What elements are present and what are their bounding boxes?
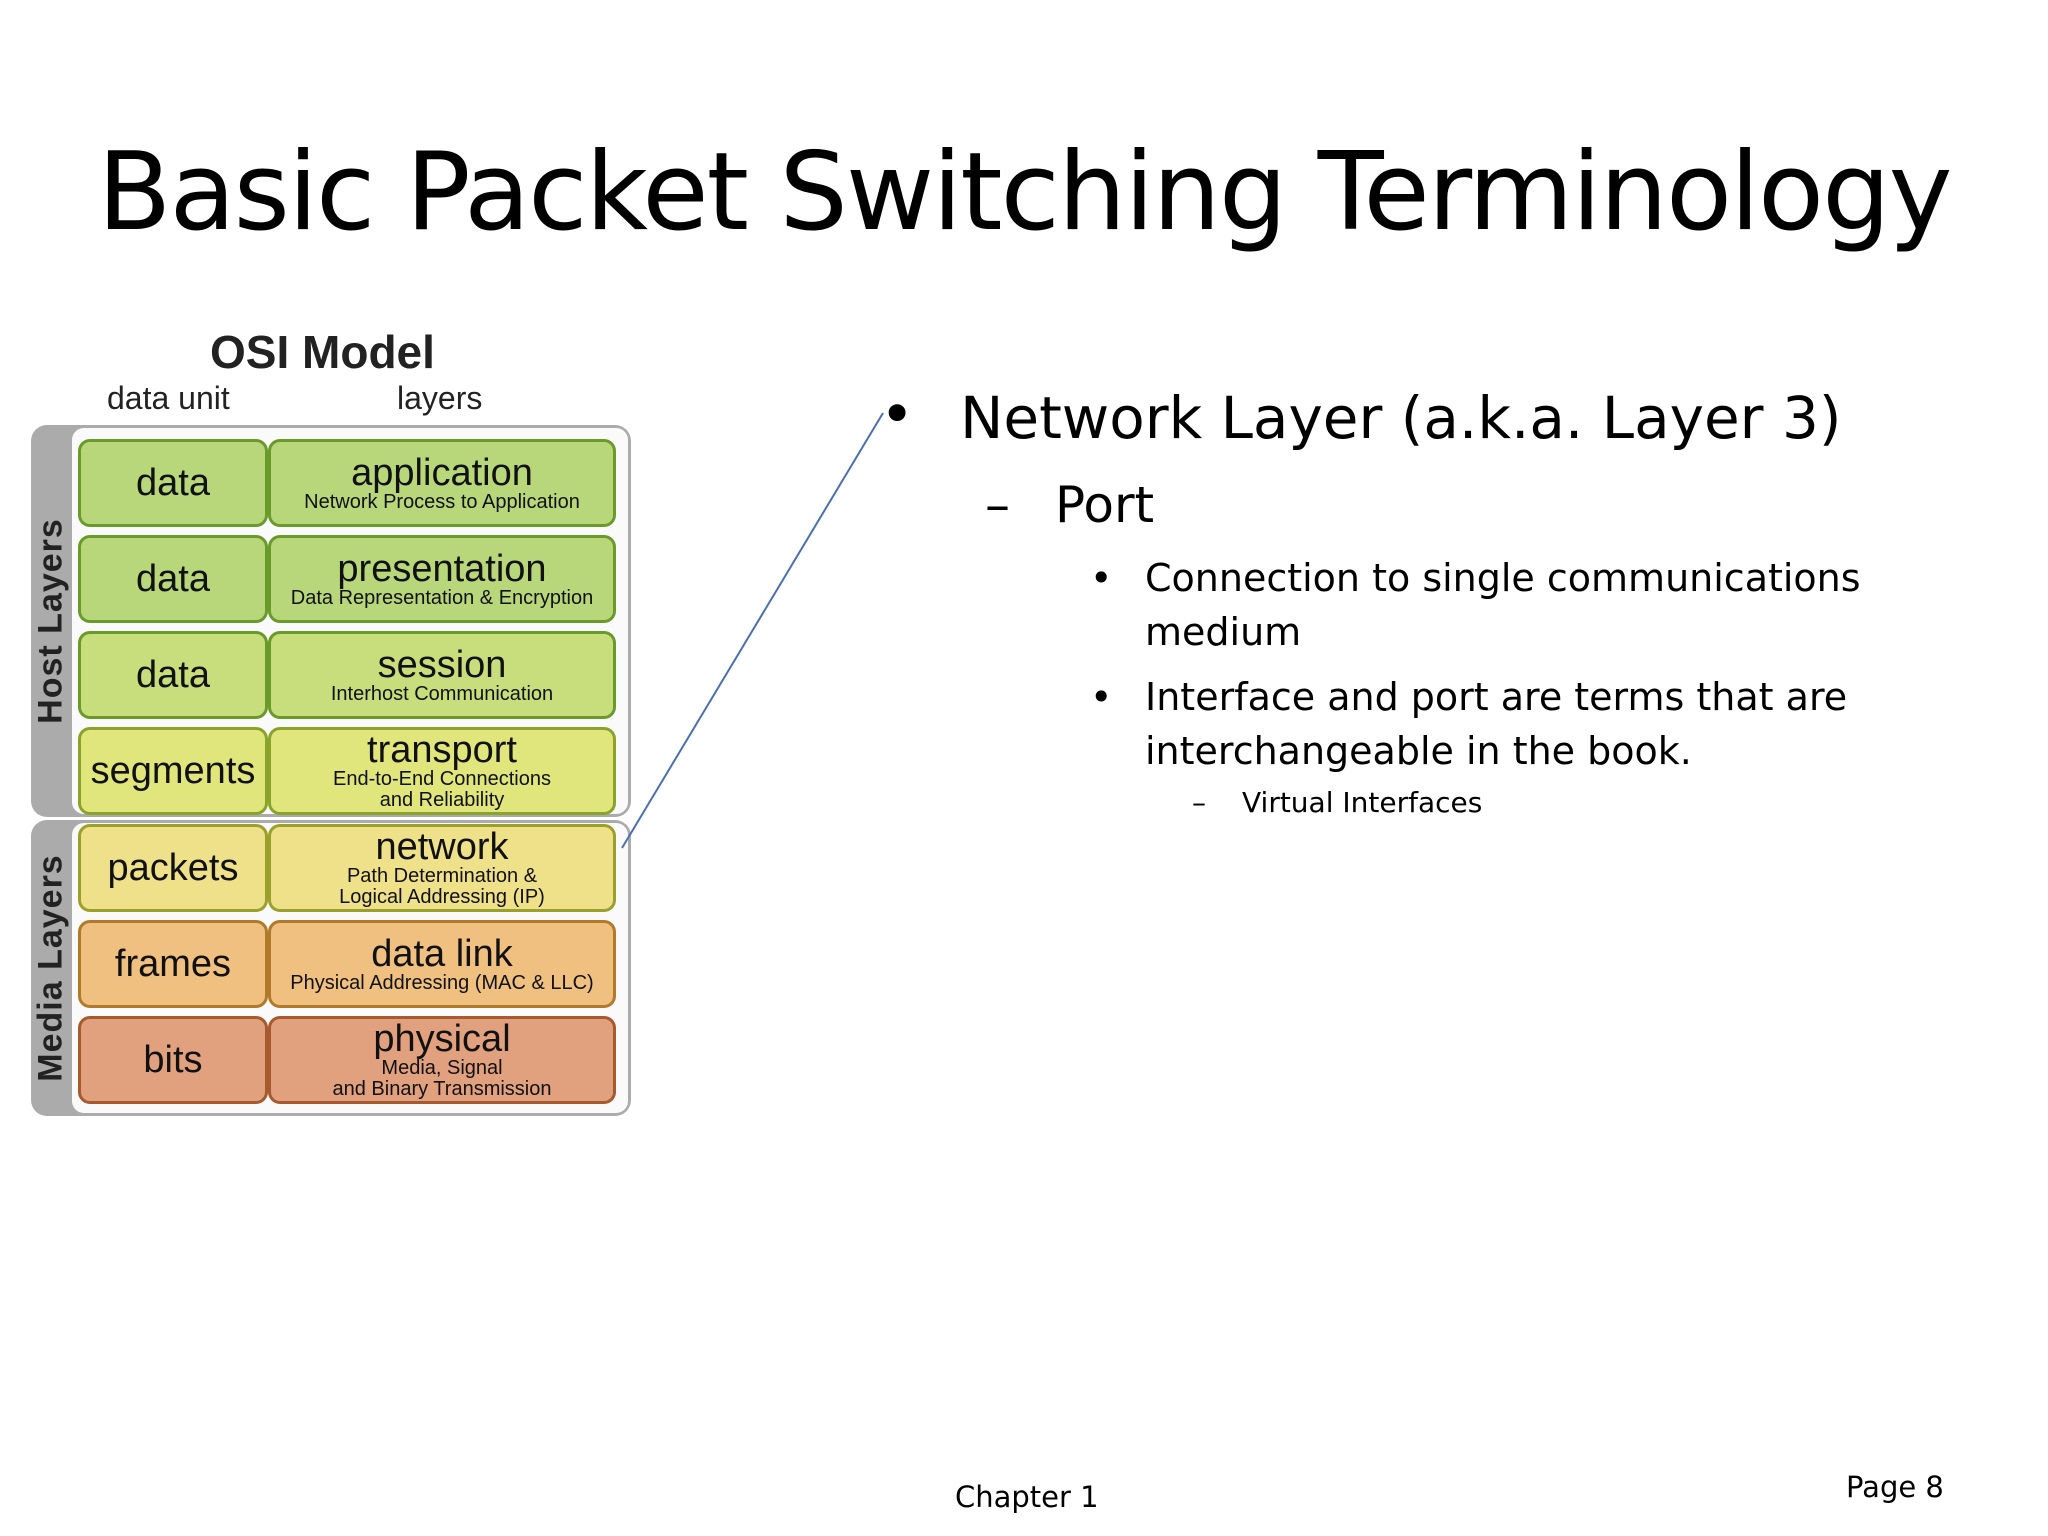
layer-presentation: presentation Data Representation & Encry…	[268, 535, 616, 623]
layer-name: network	[375, 826, 509, 868]
unit-application: data	[78, 439, 268, 527]
layer-application: application Network Process to Applicati…	[268, 439, 616, 527]
unit-transport: segments	[78, 727, 268, 815]
layer-name: physical	[373, 1018, 511, 1060]
connector-line-segment	[621, 412, 884, 849]
bullet-text: Interface and port are terms that are in…	[1145, 675, 1848, 773]
layer-description: Physical Addressing (MAC & LLC)	[290, 971, 594, 994]
layer-description: Media, Signal	[381, 1057, 503, 1079]
layer-description: Data Representation & Encryption	[290, 586, 594, 609]
footer-page-number: Page 8	[1846, 1470, 1944, 1504]
layer-network: network Path Determination & Logical Add…	[268, 824, 616, 912]
bullet-text: Connection to single communications medi…	[1145, 556, 1861, 654]
layer-name: transport	[367, 729, 517, 771]
media-layers-label: Media Layers	[31, 854, 70, 1082]
bullet-text: Virtual Interfaces	[1242, 786, 1483, 819]
layer-description: Path Determination &	[346, 865, 538, 887]
unit-network: packets	[78, 824, 268, 912]
layer-physical: physical Media, Signal and Binary Transm…	[268, 1016, 616, 1104]
layer-transport: transport End-to-End Connections and Rel…	[268, 727, 616, 815]
unit-data-link: frames	[78, 920, 268, 1008]
bullet-text: Network Layer (a.k.a. Layer 3)	[960, 384, 1842, 452]
layers-header: layers	[397, 380, 483, 416]
layer-description: End-to-End Connections	[333, 768, 551, 790]
bullet-dot: •	[880, 380, 915, 448]
bullet-dash: –	[1192, 786, 1206, 819]
unit-presentation: data	[78, 535, 268, 623]
bullet-dot: •	[1090, 556, 1113, 600]
layer-name: session	[377, 643, 507, 686]
unit-session: data	[78, 631, 268, 719]
bullet-text: Port	[1055, 476, 1155, 534]
layer-data-link: data link Physical Addressing (MAC & LLC…	[268, 920, 616, 1008]
slide-title: Basic Packet Switching Terminology	[97, 130, 1952, 255]
layer-description: and Binary Transmission	[332, 1078, 552, 1100]
host-layers-label: Host Layers	[31, 518, 70, 724]
layer-description: and Reliability	[379, 789, 505, 811]
bullet-dot: •	[1090, 675, 1113, 719]
bullet-dash: –	[985, 476, 1010, 534]
osi-model-title: OSI Model	[210, 326, 435, 378]
data-unit-header: data unit	[107, 380, 230, 416]
layer-description: Logical Addressing (IP)	[339, 886, 545, 908]
layer-session: session Interhost Communication	[268, 631, 616, 719]
layer-name: data link	[371, 932, 513, 975]
footer-chapter: Chapter 1	[955, 1480, 1099, 1514]
unit-physical: bits	[78, 1016, 268, 1104]
layer-name: application	[351, 451, 533, 494]
layer-description: Network Process to Application	[304, 490, 580, 513]
layer-description: Interhost Communication	[330, 682, 554, 705]
layer-name: presentation	[337, 547, 547, 590]
